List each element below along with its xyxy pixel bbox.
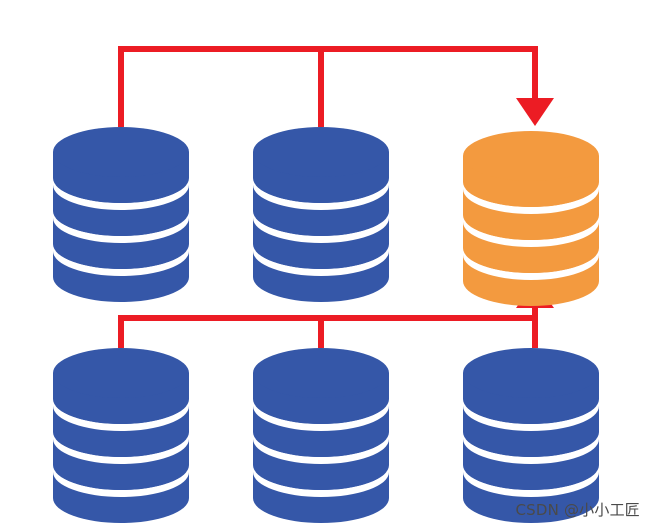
database-separator bbox=[463, 432, 599, 464]
database-separator bbox=[53, 465, 189, 497]
db-top-middle bbox=[253, 127, 389, 302]
bottom-connector-line bbox=[118, 302, 538, 348]
top-connector-line bbox=[118, 46, 538, 127]
database-separator bbox=[253, 211, 389, 243]
database-icon bbox=[53, 348, 189, 398]
database-separator bbox=[253, 178, 389, 210]
database-icon bbox=[463, 348, 599, 398]
database-separator bbox=[253, 465, 389, 497]
database-separator bbox=[253, 399, 389, 431]
database-separator bbox=[463, 182, 599, 214]
database-separator bbox=[463, 215, 599, 247]
database-separator bbox=[53, 211, 189, 243]
database-icon bbox=[253, 127, 389, 177]
db-bottom-right bbox=[463, 348, 599, 523]
database-separator bbox=[53, 178, 189, 210]
db-top-left bbox=[53, 127, 189, 302]
database-separator bbox=[463, 399, 599, 431]
db-top-right bbox=[463, 131, 599, 306]
db-bottom-middle bbox=[253, 348, 389, 523]
db-bottom-left bbox=[53, 348, 189, 523]
database-separator bbox=[463, 465, 599, 497]
arrow-down-icon bbox=[516, 98, 554, 126]
database-icon bbox=[53, 127, 189, 177]
database-icon bbox=[253, 348, 389, 398]
database-separator bbox=[253, 432, 389, 464]
watermark-text: CSDN @小小工匠 bbox=[515, 501, 640, 519]
database-separator bbox=[253, 244, 389, 276]
database-separator bbox=[53, 399, 189, 431]
database-separator bbox=[53, 432, 189, 464]
database-separator bbox=[53, 244, 189, 276]
database-separator bbox=[463, 248, 599, 280]
database-icon bbox=[463, 131, 599, 181]
database-group bbox=[53, 127, 599, 523]
